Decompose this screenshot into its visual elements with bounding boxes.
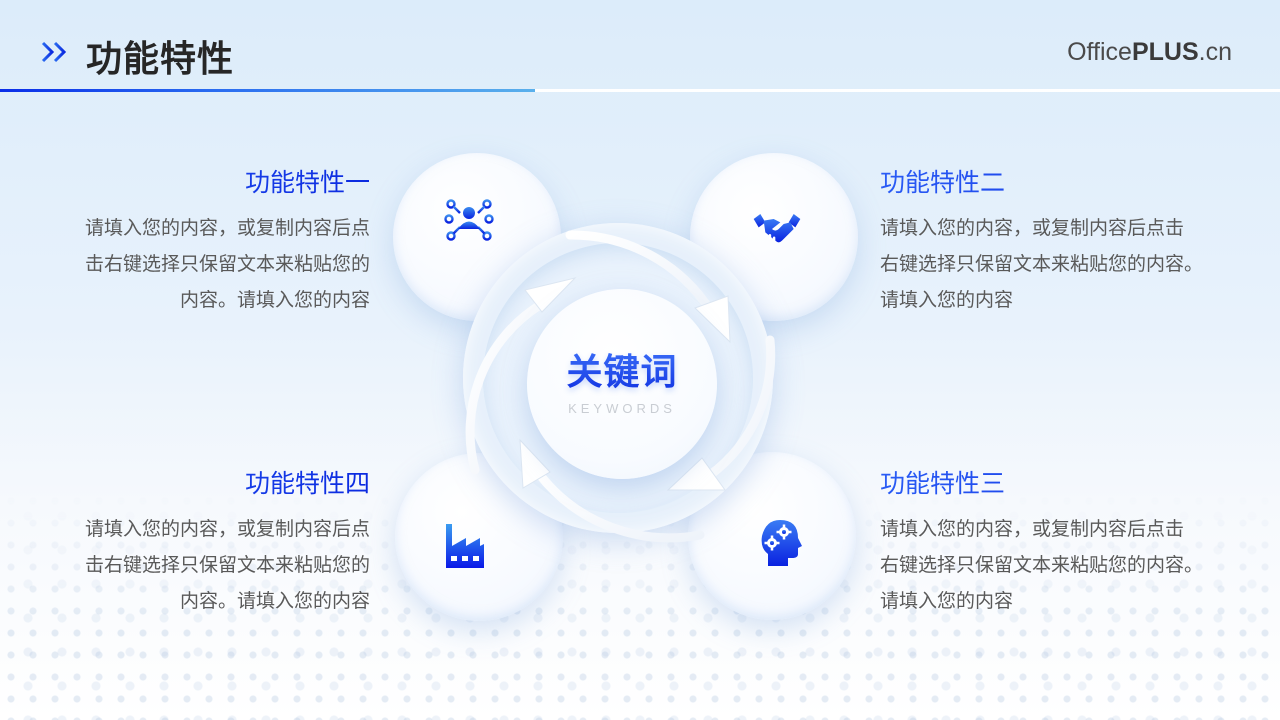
feature-block-3: 功能特性三 请填入您的内容，或复制内容后点击 右键选择只保留文本来粘贴您的内容。… xyxy=(880,467,1250,619)
description-line: 请填入您的内容 xyxy=(880,590,1014,612)
header-divider-accent xyxy=(0,89,535,92)
head-gears-icon xyxy=(761,520,802,566)
description-line: 请填入您的内容，或复制内容后点 xyxy=(84,518,370,540)
brand-logo: OfficePLUS.cn xyxy=(1067,38,1232,67)
feature-title: 功能特性二 xyxy=(880,166,1250,200)
feature-description: 请填入您的内容，或复制内容后点击 右键选择只保留文本来粘贴您的内容。 请填入您的… xyxy=(880,210,1250,318)
keyword-title: 关键词 xyxy=(527,351,717,395)
feature-title: 功能特性一 xyxy=(40,166,370,200)
brand-bold: PLUS xyxy=(1131,38,1199,66)
feature-block-1: 功能特性一 请填入您的内容，或复制内容后点 击右键选择只保留文本来粘贴您的 内容… xyxy=(40,166,370,318)
brand-prefix: Office xyxy=(1067,38,1132,66)
description-line: 击右键选择只保留文本来粘贴您的 xyxy=(84,253,370,275)
description-line: 请填入您的内容 xyxy=(880,289,1014,311)
brand-suffix: .cn xyxy=(1198,38,1232,66)
factory-icon xyxy=(446,524,484,568)
description-line: 内容。请填入您的内容 xyxy=(179,590,370,612)
description-line: 请填入您的内容，或复制内容后点击 xyxy=(880,217,1185,239)
feature-title: 功能特性四 xyxy=(40,467,370,501)
slide-header: 功能特性 OfficePLUS.cn xyxy=(0,0,1280,92)
description-line: 右键选择只保留文本来粘贴您的内容。 xyxy=(880,554,1204,576)
feature-description: 请填入您的内容，或复制内容后点 击右键选择只保留文本来粘贴您的 内容。请填入您的… xyxy=(40,210,370,318)
double-chevron-right-icon xyxy=(41,41,67,63)
feature-description: 请填入您的内容，或复制内容后点击 右键选择只保留文本来粘贴您的内容。 请填入您的… xyxy=(880,511,1250,619)
feature-block-4: 功能特性四 请填入您的内容，或复制内容后点 击右键选择只保留文本来粘贴您的 内容… xyxy=(40,467,370,619)
handshake-icon xyxy=(753,214,801,243)
keyword-subtitle: KEYWORDS xyxy=(568,401,676,416)
header-divider xyxy=(0,89,1280,92)
arrow-top-left xyxy=(465,277,577,475)
arrow-bottom-right xyxy=(666,335,776,491)
feature-title: 功能特性三 xyxy=(880,467,1250,501)
cycle-arrows xyxy=(465,230,776,543)
description-line: 击右键选择只保留文本来粘贴您的 xyxy=(84,554,370,576)
cycle-diagram: 关键词 KEYWORDS xyxy=(380,140,880,630)
description-line: 请填入您的内容，或复制内容后点击 xyxy=(880,518,1185,540)
page-title: 功能特性 xyxy=(86,39,235,80)
description-line: 内容。请填入您的内容 xyxy=(179,289,370,311)
description-line: 右键选择只保留文本来粘贴您的内容。 xyxy=(880,253,1204,275)
arrow-bottom-left xyxy=(519,438,705,543)
feature-description: 请填入您的内容，或复制内容后点 击右键选择只保留文本来粘贴您的 内容。请填入您的… xyxy=(40,511,370,619)
description-line: 请填入您的内容，或复制内容后点 xyxy=(84,217,370,239)
feature-block-2: 功能特性二 请填入您的内容，或复制内容后点击 右键选择只保留文本来粘贴您的内容。… xyxy=(880,166,1250,318)
keyword-circle: 关键词 KEYWORDS xyxy=(527,289,717,479)
network-person-icon xyxy=(444,199,494,241)
arrow-top-right xyxy=(565,230,731,344)
